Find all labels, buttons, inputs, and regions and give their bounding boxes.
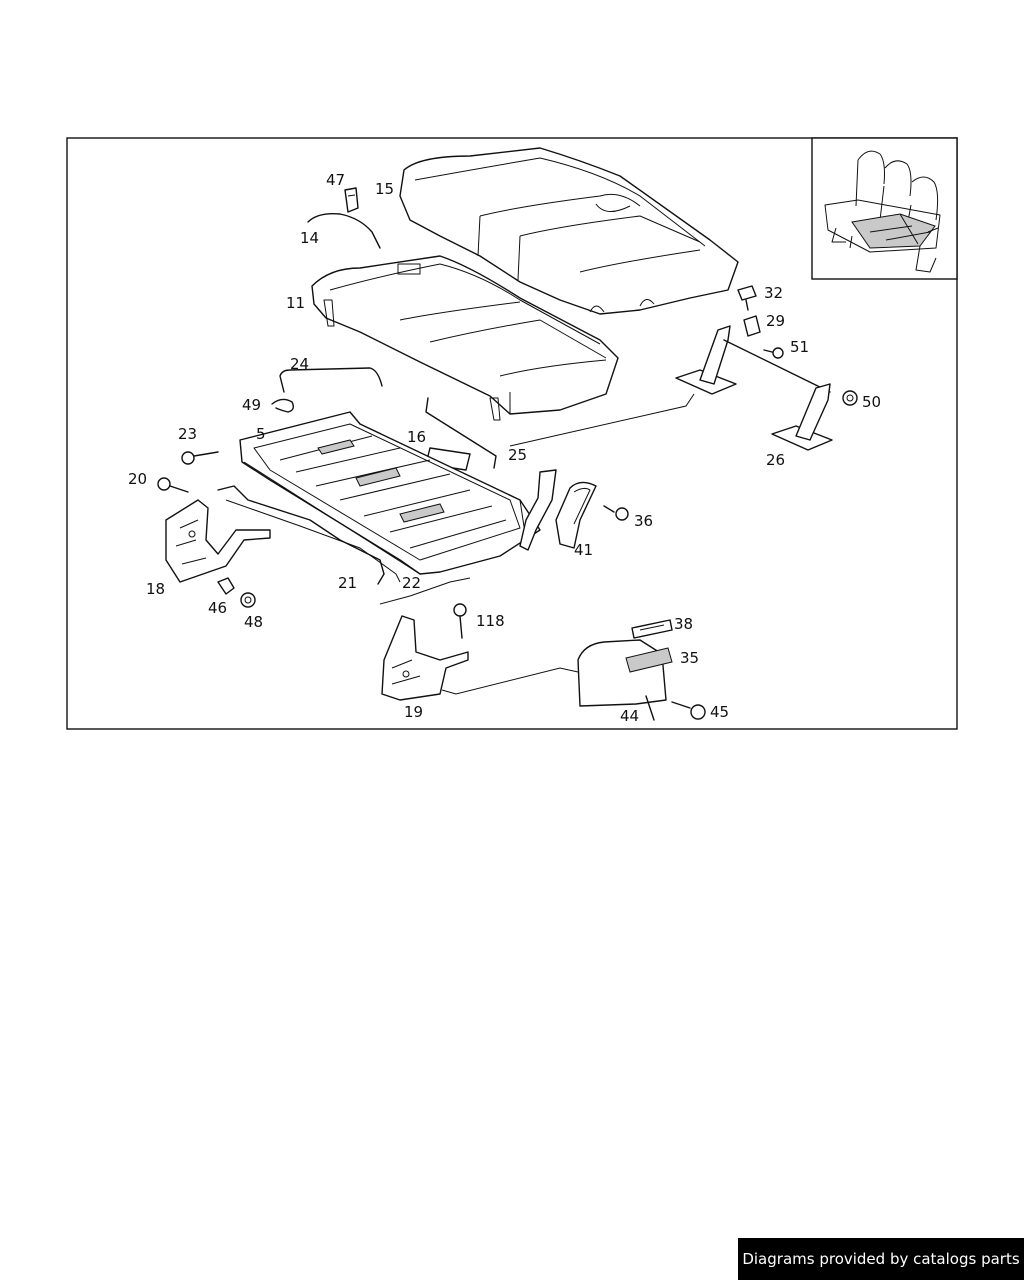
callout-25: 25 (508, 446, 527, 464)
callout-5: 5 (256, 425, 266, 443)
part-21-cable (217, 485, 385, 585)
callout-38: 38 (674, 615, 693, 633)
part-49-ring (271, 398, 295, 413)
part-41-trim (555, 481, 597, 549)
callout-16: 16 (407, 428, 426, 446)
part-5-seat-frame (239, 411, 541, 575)
leader-seat-to-mount (509, 393, 695, 447)
callout-36: 36 (634, 512, 653, 530)
part-25-rod (425, 397, 497, 469)
callout-14: 14 (300, 229, 319, 247)
callout-20: 20 (128, 470, 147, 488)
callout-51: 51 (790, 338, 809, 356)
callout-49: 49 (242, 396, 261, 414)
part-19-hinge (381, 615, 469, 701)
part-26-mount (675, 325, 833, 451)
part-side-rail (519, 469, 557, 551)
callout-45: 45 (710, 703, 729, 721)
part-38-handle (631, 619, 673, 639)
callout-19: 19 (404, 703, 423, 721)
credit-banner: Diagrams provided by catalogs parts (738, 1238, 1024, 1280)
callout-48: 48 (244, 613, 263, 631)
part-24-rod (279, 367, 383, 393)
part-48-ring (240, 592, 256, 608)
part-32-bolt (737, 285, 757, 311)
callout-26: 26 (766, 451, 785, 469)
callout-46: 46 (208, 599, 227, 617)
callout-18: 18 (146, 580, 165, 598)
leader-frame-to-19 (379, 577, 471, 605)
callout-41: 41 (574, 541, 593, 559)
callout-15: 15 (375, 180, 394, 198)
part-15-backrest-cushion (399, 147, 739, 315)
credit-text: Diagrams provided by catalogs parts (742, 1250, 1020, 1268)
part-29-bracket (743, 315, 761, 337)
inset-seat-overview (811, 137, 958, 280)
part-35-panel (577, 639, 673, 707)
callout-32: 32 (764, 284, 783, 302)
part-11-seat-cushion (311, 255, 619, 421)
callout-118: 118 (476, 612, 505, 630)
callout-11: 11 (286, 294, 305, 312)
callout-22: 22 (402, 574, 421, 592)
part-47-clip (344, 187, 359, 213)
part-14-wire (307, 212, 381, 249)
part-118-bolt (453, 603, 467, 639)
part-44-pin (645, 695, 655, 721)
callout-24: 24 (290, 355, 309, 373)
part-23-bolt (181, 451, 219, 465)
callout-50: 50 (862, 393, 881, 411)
callout-23: 23 (178, 425, 197, 443)
part-46-bushing (217, 577, 235, 595)
diagram-frame (66, 137, 958, 730)
part-22-cable (225, 499, 401, 583)
part-50-washer (842, 390, 858, 406)
part-36-screw (603, 505, 629, 521)
callout-21: 21 (338, 574, 357, 592)
callout-29: 29 (766, 312, 785, 330)
leader-19-to-35 (441, 667, 579, 695)
callout-35: 35 (680, 649, 699, 667)
callout-47: 47 (326, 171, 345, 189)
part-18-hinge (165, 499, 271, 583)
part-51-nut (763, 347, 784, 359)
callout-44: 44 (620, 707, 639, 725)
part-45-screw (671, 701, 706, 720)
part-20-bolt (157, 477, 189, 493)
